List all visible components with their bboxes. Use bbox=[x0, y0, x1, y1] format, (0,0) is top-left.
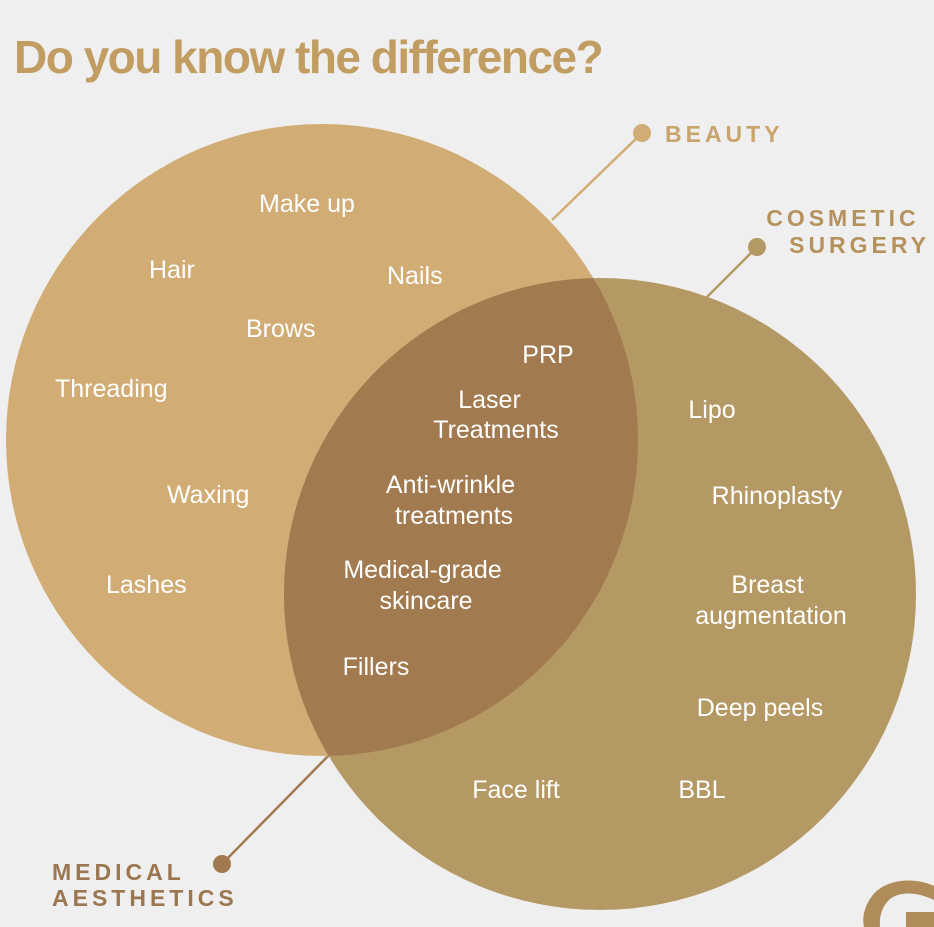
beauty-leader-line bbox=[551, 132, 643, 221]
medical-aesthetics-item: Fillers bbox=[343, 653, 410, 681]
medical-aesthetics-item: Anti-wrinkle treatments bbox=[386, 471, 522, 530]
serif-g-logo-icon bbox=[863, 880, 934, 927]
beauty-item: Waxing bbox=[167, 481, 249, 509]
beauty-label: BEAUTY bbox=[665, 121, 784, 147]
medical-aesthetics-leader-line bbox=[221, 751, 333, 865]
cosmetic-surgery-dot bbox=[748, 238, 766, 256]
beauty-dot bbox=[633, 124, 651, 142]
cosmetic-surgery-item: BBL bbox=[678, 776, 725, 804]
medical-aesthetics-item: Medical-grade skincare bbox=[343, 556, 508, 615]
page-title: Do you know the difference? bbox=[14, 31, 604, 83]
beauty-item: Threading bbox=[55, 375, 168, 403]
medical-aesthetics-dot bbox=[213, 855, 231, 873]
medical-aesthetics-label: MEDICAL AESTHETICS bbox=[52, 859, 238, 911]
cosmetic-surgery-item: Face lift bbox=[472, 776, 560, 804]
cosmetic-surgery-item: Rhinoplasty bbox=[712, 482, 843, 510]
beauty-item: Make up bbox=[259, 190, 355, 218]
cosmetic-surgery-item: Lipo bbox=[688, 396, 735, 424]
medical-aesthetics-item: Laser Treatments bbox=[433, 386, 559, 444]
cosmetic-surgery-item: Deep peels bbox=[697, 694, 823, 722]
beauty-item: Nails bbox=[387, 262, 443, 290]
beauty-item: Hair bbox=[149, 256, 195, 284]
beauty-item: Lashes bbox=[106, 571, 187, 599]
cosmetic-surgery-label: COSMETIC SURGERY bbox=[766, 205, 930, 258]
medical-aesthetics-item: PRP bbox=[522, 341, 573, 369]
cosmetic-surgery-item: Breast augmentation bbox=[695, 571, 847, 630]
cosmetic-surgery-leader-line bbox=[705, 246, 758, 299]
beauty-item: Brows bbox=[246, 315, 315, 343]
